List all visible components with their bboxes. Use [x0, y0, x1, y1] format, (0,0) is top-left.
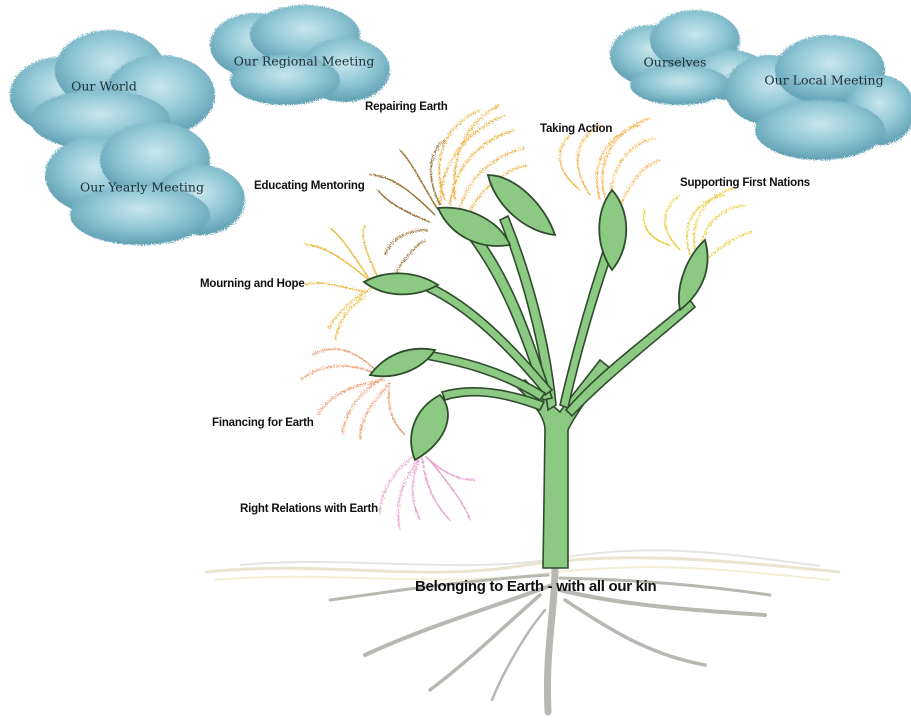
cloud-label-our-local-meeting: Our Local Meeting: [764, 73, 883, 88]
tuft-right-relations: [380, 455, 475, 530]
label-educating-mentoring: Educating Mentoring: [254, 180, 365, 192]
leaf-right-relations: [411, 395, 448, 460]
root: [492, 610, 545, 700]
cloud-label-our-yearly-meeting: Our Yearly Meeting: [80, 180, 204, 195]
cloud-label-our-regional-meeting: Our Regional Meeting: [234, 54, 375, 69]
tufts: [300, 105, 752, 530]
label-mourning-and-hope: Mourning and Hope: [200, 278, 305, 290]
cloud-label-our-world: Our World: [71, 79, 137, 94]
label-belonging-to-earth: Belonging to Earth - with all our kin: [415, 578, 656, 595]
label-taking-action: Taking Action: [540, 123, 612, 135]
label-financing-for-earth: Financing for Earth: [212, 417, 314, 429]
leaf-repairing-earth: [488, 175, 555, 235]
leaf-supporting: [679, 240, 708, 310]
stem: [420, 216, 695, 568]
label-right-relations-with-earth: Right Relations with Earth: [240, 503, 378, 515]
leaf-educating: [438, 208, 510, 246]
label-supporting-first-nations: Supporting First Nations: [680, 177, 810, 189]
label-repairing-earth: Repairing Earth: [365, 101, 448, 113]
tuft-educating-mentoring: [370, 140, 445, 275]
cloud-label-ourselves: Ourselves: [644, 55, 707, 70]
root: [365, 585, 552, 655]
leaf-financing: [370, 349, 435, 377]
cloud-our-local-meeting: [725, 35, 911, 160]
